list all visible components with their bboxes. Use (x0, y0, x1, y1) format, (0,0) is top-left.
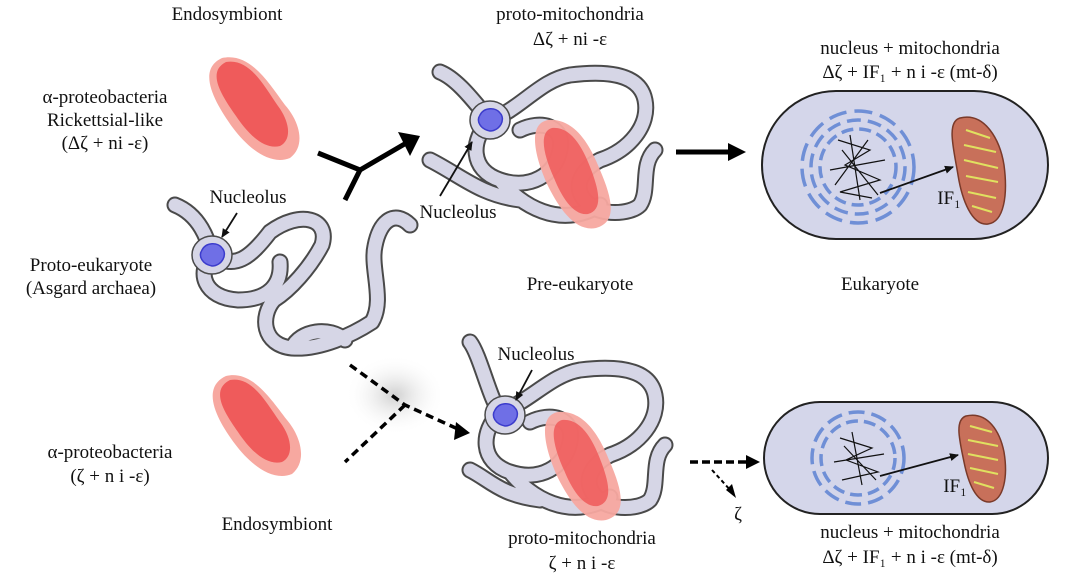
bacterium-top (209, 57, 300, 160)
label-nucleus-mitochondria-bottom: nucleus + mitochondria (820, 522, 1000, 543)
label-nucleus-mitochondria-bottom-formula: Δζ + IF₁ + n i -ε (mt-δ) (822, 547, 998, 568)
label-proto-mitochondria-bottom-formula: ζ + n i -ε (548, 553, 616, 574)
mitochondrion-bottom (958, 414, 1007, 503)
label-nucleolus-left: Nucleolus (209, 187, 287, 208)
label-alpha-bottom-formula: (ζ + n i -ε) (70, 466, 150, 487)
arrow-to-eukaryote-top (676, 143, 746, 161)
label-if1-top: IF₁ (937, 188, 961, 209)
archaea-network-mid-top (421, 63, 664, 229)
merge-arrow-top (317, 132, 420, 202)
label-alpha-top-formula: (Δζ + ni -ε) (61, 133, 149, 154)
bacterium-bottom (212, 375, 302, 476)
label-nucleolus-mid-bottom: Nucleolus (497, 344, 575, 365)
dashed-arrow-to-eukaryote-bottom (690, 455, 760, 498)
pointer-arrows (221, 141, 959, 477)
eukaryote-cell-bottom (763, 401, 1049, 515)
label-alpha-proteobacteria-top: α-proteobacteria (42, 87, 168, 108)
label-eukaryote: Eukaryote (840, 274, 920, 295)
label-nucleus-mitochondria-top-formula: Δζ + IF₁ + n i -ε (mt-δ) (822, 62, 998, 83)
label-nucleolus-mid-top: Nucleolus (419, 202, 497, 223)
label-proto-eukaryote: Proto-eukaryote (29, 255, 153, 276)
label-proto-mitochondria-bottom: proto-mitochondria (508, 528, 656, 549)
archaea-network-mid-bottom (461, 333, 674, 521)
label-rickettsial-like: Rickettsial-like (46, 110, 164, 131)
label-pre-eukaryote: Pre-eukaryote (526, 274, 634, 295)
label-nucleus-mitochondria-top: nucleus + mitochondria (820, 38, 1000, 59)
merge-arrow-bottom (343, 355, 470, 464)
archaea-network-left (166, 196, 419, 357)
label-proto-mitochondria-top-formula: Δζ + ni -ε (532, 29, 608, 50)
label-zeta: ζ (734, 504, 742, 525)
label-if1-bottom: IF₁ (943, 476, 967, 497)
er-rings-top (800, 109, 916, 225)
er-rings-bottom (810, 410, 906, 506)
label-alpha-proteobacteria-bottom: α-proteobacteria (47, 442, 173, 463)
mitochondrion-top (951, 116, 1007, 225)
label-proto-mitochondria-top: proto-mitochondria (496, 4, 644, 25)
label-asgard-archaea: (Asgard archaea) (25, 278, 157, 299)
eukaryote-cell-top (761, 90, 1049, 240)
label-endosymbiont-bottom: Endosymbiont (221, 514, 333, 535)
label-endosymbiont-top: Endosymbiont (171, 4, 283, 25)
